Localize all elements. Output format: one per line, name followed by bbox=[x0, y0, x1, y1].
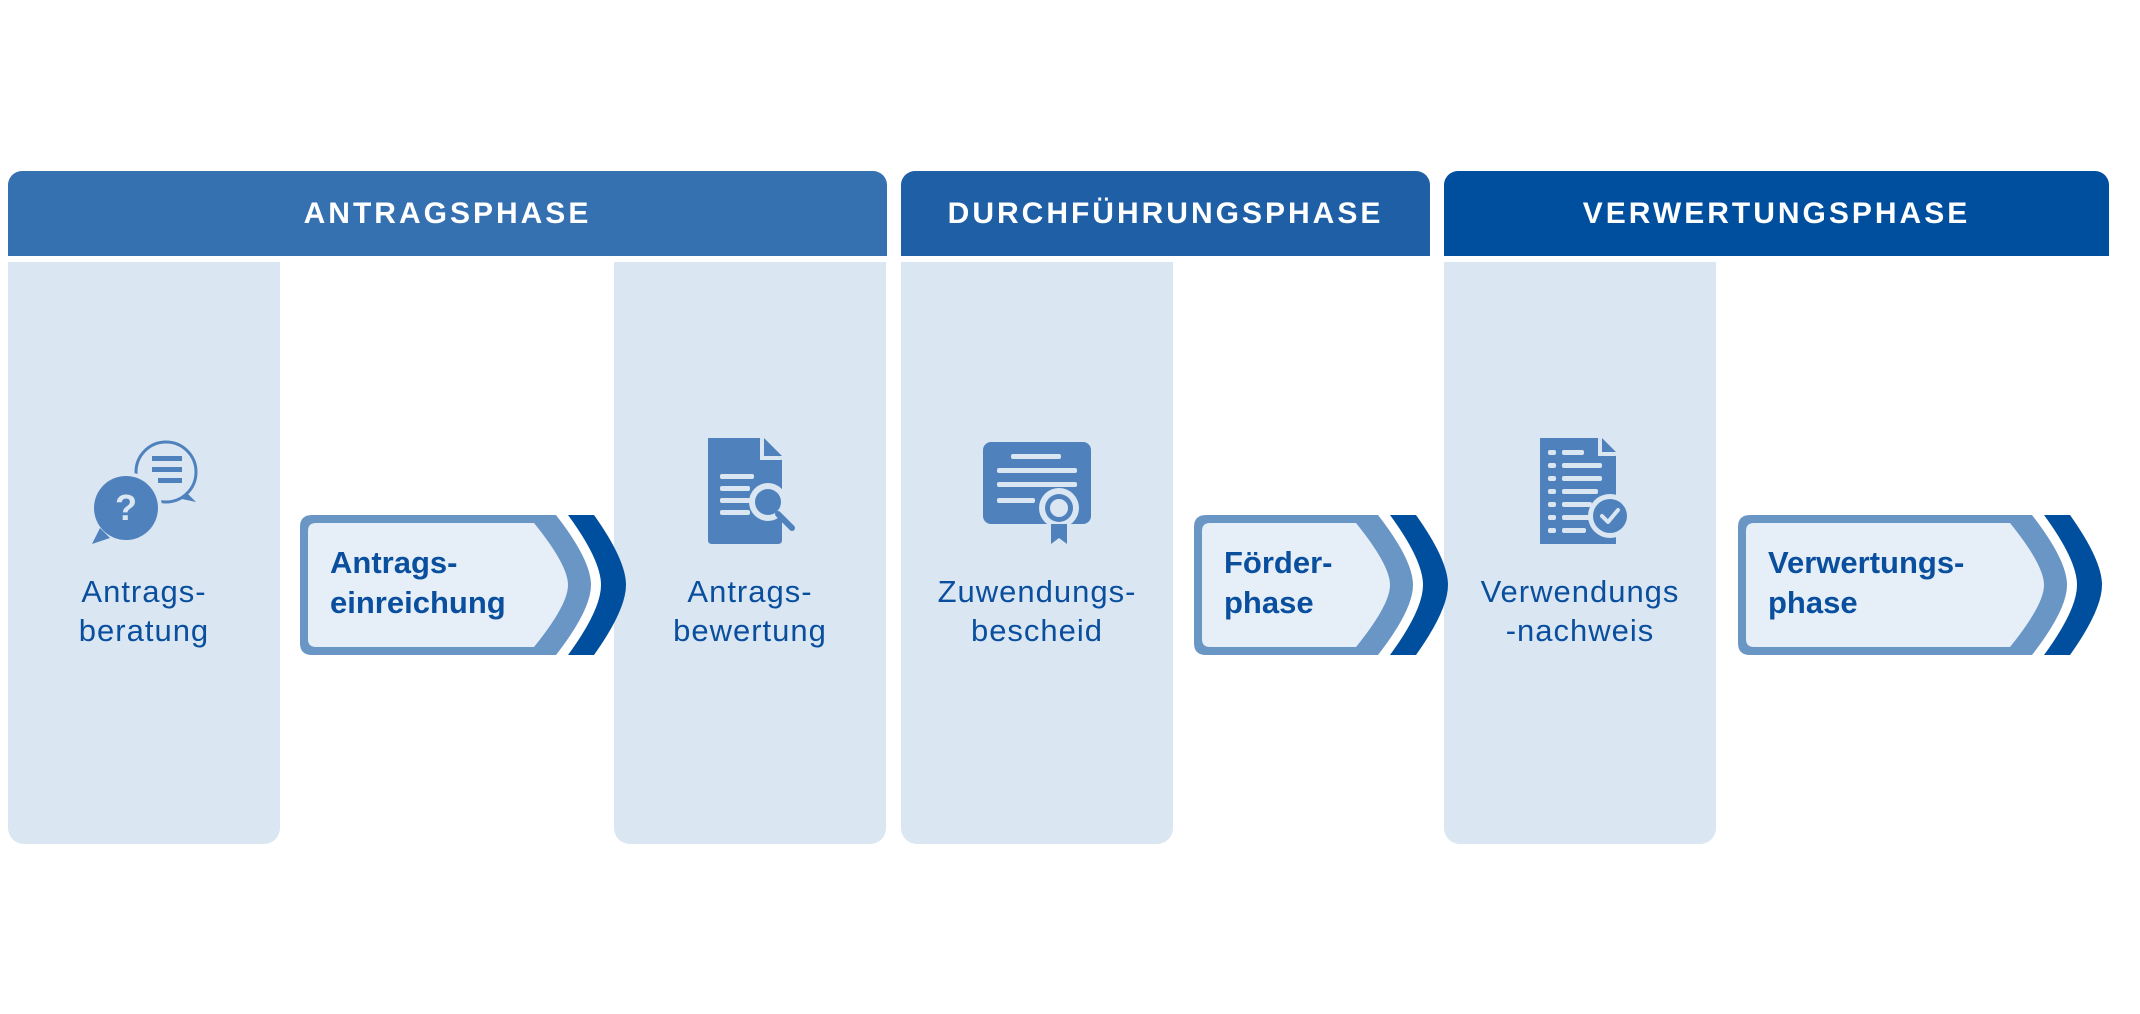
phase-title: DURCHFÜHRUNGSPHASE bbox=[947, 196, 1384, 230]
arrow-chevron bbox=[2044, 515, 2102, 655]
arrow-label-line1: Antrags- bbox=[330, 545, 458, 580]
step-label-line1: Verwendungs bbox=[1480, 574, 1680, 609]
step-verwendungsnachweis: Verwendungs -nachweis bbox=[1444, 262, 1716, 844]
certificate-icon bbox=[983, 442, 1091, 544]
phase-header-verwertungsphase: VERWERTUNGSPHASE bbox=[1444, 171, 2109, 256]
step-label-line2: beratung bbox=[78, 613, 210, 648]
arrow-shape bbox=[1738, 515, 2102, 655]
step-label-line2: bewertung bbox=[673, 613, 827, 648]
arrow-chevron bbox=[1390, 515, 1448, 655]
step-antragsbewertung: Antrags-bewertung bbox=[614, 262, 886, 844]
arrow-label-line2: einreichung bbox=[330, 585, 506, 620]
step-label-line1: Antrags- bbox=[687, 574, 813, 609]
arrow-fill bbox=[1746, 523, 2044, 647]
arrow-label-line2: phase bbox=[1768, 585, 1858, 620]
arrow-label-line2: phase bbox=[1224, 585, 1314, 620]
step-label-line2: bescheid bbox=[970, 613, 1104, 648]
arrow-verwertungsphase: Verwertungs-phase bbox=[1738, 515, 2102, 655]
arrow-chevron bbox=[568, 515, 626, 655]
step-zuwendungsbescheid: Zuwendungs-bescheid bbox=[901, 262, 1173, 844]
document-search-icon bbox=[708, 438, 795, 544]
arrow-fill bbox=[1202, 523, 1390, 647]
arrow-label-line1: Förder- bbox=[1224, 545, 1333, 580]
step-label-line2: -nachweis bbox=[1505, 613, 1655, 648]
arrow-fill bbox=[308, 523, 568, 647]
arrow-foerderphase: Förder-phase bbox=[1194, 515, 1448, 655]
svg-text:?: ? bbox=[115, 487, 137, 528]
chat-question-icon: ? bbox=[90, 440, 198, 544]
checklist-document-icon bbox=[1540, 438, 1632, 544]
step-antragsberatung: ? Antrags-beratung bbox=[8, 262, 280, 844]
step-label-line1: Zuwendungs- bbox=[937, 574, 1137, 609]
arrow-label-line1: Verwertungs- bbox=[1768, 545, 1965, 580]
phase-header-durchfuehrungsphase: DURCHFÜHRUNGSPHASE bbox=[901, 171, 1430, 256]
phase-title: VERWERTUNGSPHASE bbox=[1582, 196, 1971, 230]
arrow-antragseinreichung: Antrags-einreichung bbox=[300, 515, 626, 655]
step-label-line1: Antrags- bbox=[81, 574, 207, 609]
phase-title: ANTRAGSPHASE bbox=[303, 196, 592, 230]
arrow-shape bbox=[1194, 515, 1448, 655]
arrow-shape bbox=[300, 515, 626, 655]
phase-header-antragsphase: ANTRAGSPHASE bbox=[8, 171, 887, 256]
